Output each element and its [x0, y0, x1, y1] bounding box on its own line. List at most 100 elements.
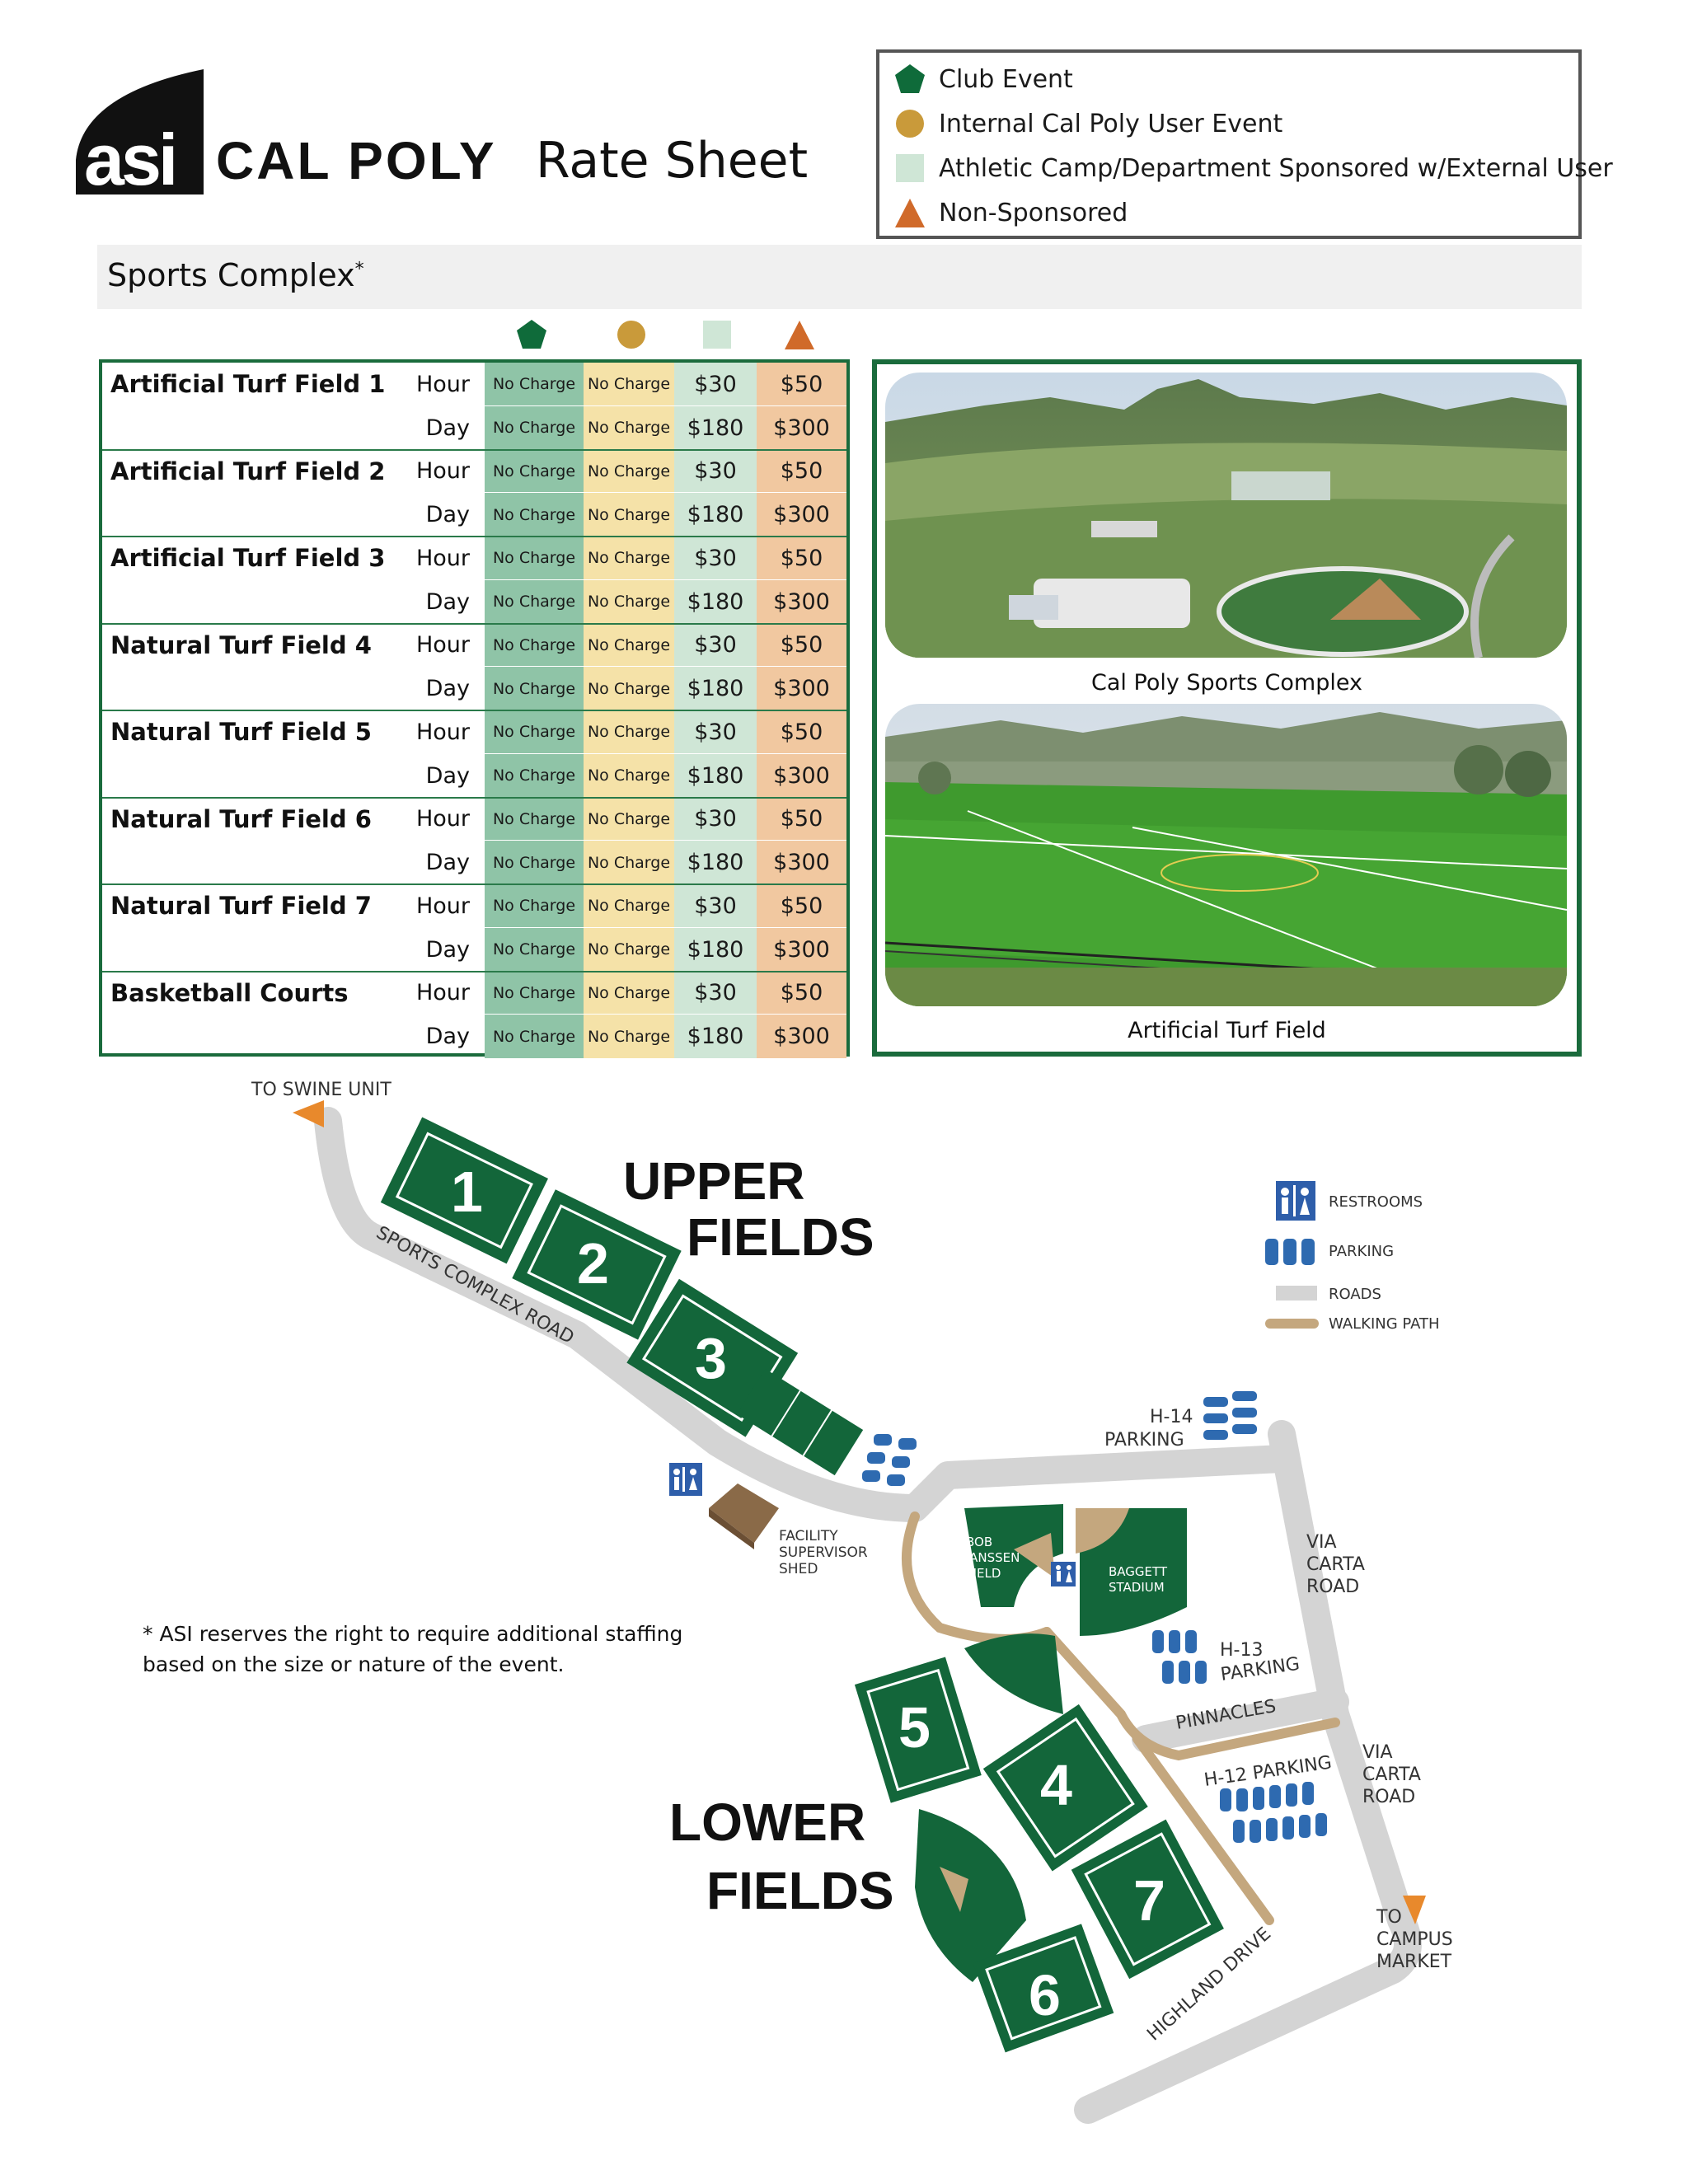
rate-unit: Day — [425, 1024, 470, 1050]
key-walking-path-label: WALKING PATH — [1329, 1315, 1440, 1333]
circle-icon — [617, 321, 645, 349]
club-rate: No Charge — [485, 449, 584, 494]
field-2 — [512, 1189, 682, 1340]
internal-rate: No Charge — [584, 449, 674, 494]
camp-rate: $180 — [674, 405, 757, 450]
camp-rate: $30 — [674, 449, 757, 494]
club-rate: No Charge — [485, 1015, 584, 1058]
via-carta-label-1b: CARTA — [1306, 1554, 1365, 1575]
to-campus-market-line-1: TO — [1376, 1907, 1402, 1928]
field-6 — [973, 1924, 1114, 2053]
club-rate: No Charge — [485, 579, 584, 624]
baggett-label-2: STADIUM — [1109, 1580, 1165, 1595]
row-separator — [102, 448, 846, 451]
field-5 — [854, 1657, 982, 1803]
row-separator — [102, 622, 846, 625]
club-rate: No Charge — [485, 753, 584, 798]
camp-rate: $30 — [674, 363, 757, 406]
lower-fields-label-2: FIELDS — [706, 1861, 894, 1920]
internal-rate: No Charge — [584, 841, 674, 884]
field-number-1: 1 — [451, 1160, 483, 1224]
club-rate: No Charge — [485, 797, 584, 841]
square-icon — [896, 154, 924, 182]
non-sponsored-rate: $50 — [757, 449, 846, 494]
row-separator — [102, 970, 846, 972]
shed-label-line-3: SHED — [779, 1561, 818, 1577]
field-1 — [380, 1117, 549, 1264]
field-number-7: 7 — [1133, 1868, 1165, 1933]
non-sponsored-rate: $50 — [757, 797, 846, 841]
asi-logo-text: asi — [84, 119, 175, 194]
field-number-5: 5 — [898, 1695, 931, 1760]
baseball-fields — [964, 1504, 1187, 1714]
facility-name: Artificial Turf Field 2 — [110, 457, 386, 485]
rate-unit: Day — [425, 588, 470, 615]
camp-rate: $180 — [674, 927, 757, 972]
key-roads-label: ROADS — [1329, 1286, 1381, 1303]
internal-rate: No Charge — [584, 884, 674, 928]
to-swine-unit-label: TO SWINE UNIT — [251, 1080, 392, 1100]
internal-rate: No Charge — [584, 579, 674, 624]
facility-name: Artificial Turf Field 3 — [110, 544, 386, 573]
camp-rate: $30 — [674, 884, 757, 928]
h13-label-line-1: H-13 — [1220, 1640, 1263, 1661]
non-sponsored-rate: $300 — [757, 753, 846, 798]
club-rate: No Charge — [485, 405, 584, 450]
upper-fields-label-1: UPPER — [623, 1151, 805, 1211]
photo-panel: Cal Poly Sports Complex Artificial Turf … — [872, 359, 1582, 1057]
non-sponsored-rate: $50 — [757, 363, 846, 406]
legend: Club Event Internal Cal Poly User Event … — [876, 49, 1613, 239]
facility-name: Natural Turf Field 4 — [110, 630, 372, 659]
section-title: Sports Complex* — [107, 257, 364, 293]
club-rate: No Charge — [485, 363, 584, 406]
camp-rate: $180 — [674, 667, 757, 710]
non-sponsored-rate: $300 — [757, 405, 846, 450]
column-internal-header — [611, 316, 652, 354]
field-number-6: 6 — [1029, 1963, 1061, 2027]
internal-rate: No Charge — [584, 927, 674, 972]
key-restrooms-icon — [1276, 1181, 1315, 1221]
legend-label: Club Event — [939, 64, 1073, 94]
facility-name: Natural Turf Field 7 — [110, 892, 372, 921]
small-courts — [736, 1368, 864, 1476]
row-separator — [102, 883, 846, 885]
internal-rate: No Charge — [584, 797, 674, 841]
internal-rate: No Charge — [584, 971, 674, 1015]
roads — [314, 1107, 1422, 2124]
shed-label-line-2: SUPERVISOR — [779, 1544, 868, 1561]
shed-label-line-1: FACILITY — [779, 1528, 838, 1544]
club-rate: No Charge — [485, 841, 584, 884]
rate-unit: Hour — [415, 632, 470, 658]
restroom-icon — [1051, 1562, 1076, 1586]
internal-rate: No Charge — [584, 493, 674, 537]
legend-label: Non-Sponsored — [939, 198, 1128, 227]
club-rate: No Charge — [485, 667, 584, 710]
footnote: * ASI reserves the right to require addi… — [143, 1622, 683, 1676]
pentagon-icon — [517, 320, 546, 349]
key-parking-label: PARKING — [1329, 1243, 1394, 1260]
non-sponsored-rate: $300 — [757, 1015, 846, 1058]
to-campus-market-line-3: MARKET — [1376, 1952, 1452, 1972]
row-separator — [102, 796, 846, 799]
camp-rate: $30 — [674, 537, 757, 580]
internal-rate: No Charge — [584, 710, 674, 754]
camp-rate: $180 — [674, 753, 757, 798]
internal-rate: No Charge — [584, 537, 674, 580]
rate-unit: Hour — [415, 545, 470, 571]
square-icon — [703, 321, 731, 349]
arrow-to-swine-icon — [293, 1100, 324, 1127]
non-sponsored-rate: $300 — [757, 579, 846, 624]
via-carta-label-2b: CARTA — [1362, 1765, 1421, 1785]
legend-item-non-sponsored: Non-Sponsored — [893, 193, 1128, 232]
facility-shed-icon — [709, 1483, 779, 1549]
facility-name: Basketball Courts — [110, 978, 349, 1007]
triangle-icon — [785, 321, 814, 349]
internal-rate: No Charge — [584, 405, 674, 450]
rate-unit: Hour — [415, 371, 470, 397]
bob-janssen-label-2: JANSSEN — [965, 1550, 1020, 1565]
internal-rate: No Charge — [584, 1015, 674, 1058]
via-carta-label-1a: VIA — [1306, 1532, 1337, 1553]
parking-icons — [862, 1391, 1327, 1843]
legend-item-camp: Athletic Camp/Department Sponsored w/Ext… — [893, 148, 1613, 188]
